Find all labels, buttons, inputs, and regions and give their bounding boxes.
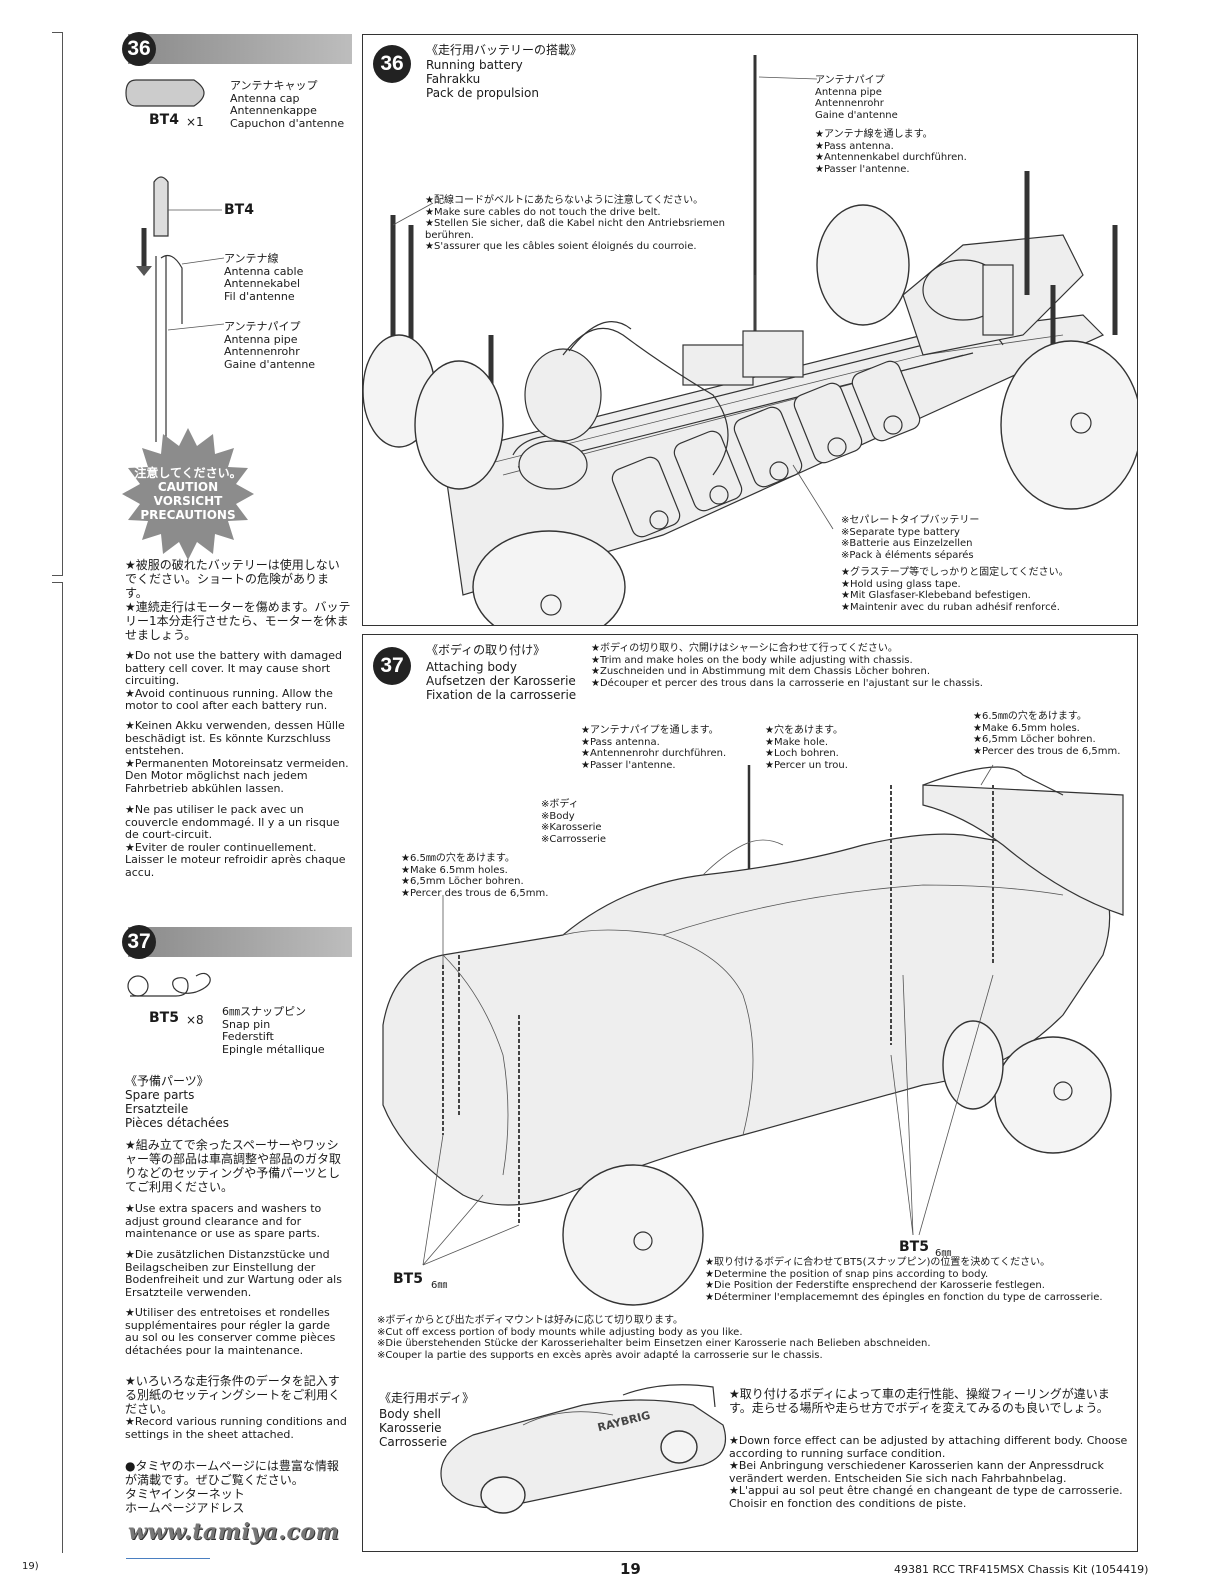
bt5-right-size: 6㎜: [935, 1248, 952, 1259]
bt5-left-size: 6㎜: [431, 1280, 448, 1291]
bt5-left-label: BT5: [393, 1271, 423, 1287]
caution-title: 注意してください。 CAUTION VORSICHT PRECAUTIONS: [134, 466, 242, 522]
snap-pin-label: 6㎜スナップピン Snap pin Federstift Epingle mét…: [222, 1005, 325, 1056]
caution-text-fr: ★Ne pas utiliser le pack avec un couverc…: [125, 803, 346, 879]
holes-left-note: ★6.5㎜の穴をあけます。 ★Make 6.5mm holes. ★6,5mm …: [401, 853, 549, 899]
race-body-shell: [440, 1384, 727, 1514]
bodyshell-subtitle: Body shell Karosserie Carrosserie: [379, 1407, 448, 1449]
step37-number: 37: [122, 925, 156, 959]
panel37-title-jp: 《ボディの取り付け》: [426, 643, 546, 657]
body-mount-posts: [442, 785, 994, 1225]
bt5-right-label: BT5: [899, 1239, 929, 1255]
snap-pin-icon: [127, 972, 211, 997]
part-code-bt4: BT4: [149, 112, 179, 128]
wheels: [363, 204, 1137, 625]
caution-starburst-icon: [122, 428, 254, 560]
panel-step37: 37 《ボディの取り付け》 Attaching body Aufsetzen d…: [362, 634, 1138, 1552]
step37-bar: [128, 927, 352, 957]
caution-text-jp: ★被服の破れたバッテリーは使用しないでください。ショートの危険があります。 ★連…: [125, 558, 351, 642]
caution-text-en: ★Do not use the battery with damaged bat…: [125, 649, 342, 712]
footer-rule: [126, 1558, 210, 1559]
panel36-title: Running battery Fahrakku Pack de propuls…: [426, 58, 539, 100]
holes-right-note: ★6.5㎜の穴をあけます。 ★Make 6.5mm holes. ★6,5mm …: [973, 711, 1121, 757]
make-hole-note: ★穴をあけます。 ★Make hole. ★Loch bohren. ★Perc…: [765, 725, 848, 771]
body-wheels: [562, 1020, 1112, 1306]
antenna-cable-label: アンテナ線 Antenna cable Antennekabel Fil d'a…: [224, 252, 304, 303]
spare-subtitle: Spare parts Ersatzteile Pièces détachées: [125, 1088, 230, 1130]
setting-text-en: ★Record various running conditions and s…: [125, 1415, 347, 1441]
panel37-title: Attaching body Aufsetzen der Karosserie …: [426, 660, 577, 702]
spare-text-jp: ★組み立てで余ったスペーサーやワッシャー等の部品は車高調整や部品のガタ取りなどの…: [125, 1138, 342, 1194]
antenna-pipe-label: アンテナパイプ Antenna pipe Antennenrohr Gaine …: [224, 320, 316, 371]
binding-bracket-top: [52, 32, 63, 576]
body-label: ※ボディ ※Body ※Karosserie ※Carrosserie: [541, 799, 607, 845]
cut-body-mount-note: ※ボディからとび出たボディマウントは好みに応じて切り取ります。 ※Cut off…: [377, 1315, 931, 1361]
spare-text-fr: ★Utiliser des entretoises et rondelles s…: [125, 1306, 336, 1357]
website-link[interactable]: www.tamiya.com: [128, 1519, 340, 1545]
glass-tape-note: ★グラステープ等でしっかりと固定してください。 ★Hold using glas…: [841, 567, 1069, 613]
spare-text-de: ★Die zusätzlichen Distanzstücke und Beil…: [125, 1248, 342, 1299]
setting-text-jp: ★いろいろな走行条件のデータを記入する別紙のセッティングシートをご利用ください。: [125, 1374, 341, 1416]
antenna-assembly-diagram: [136, 176, 225, 442]
homepage-text-jp: ●タミヤのホームページには豊富な情報が満載です。ぜひご覧ください。 タミヤインタ…: [125, 1459, 339, 1515]
bodyshell-title: 《走行用ボディ》: [379, 1391, 475, 1405]
spare-text-en: ★Use extra spacers and washers to adjust…: [125, 1202, 322, 1240]
battery-pack: [611, 360, 921, 538]
panel37-number: 37: [373, 647, 411, 685]
body-attachment-illustration: [382, 764, 1124, 1514]
antenna-cap-label: アンテナキャップ Antenna cap Antennenkappe Capuc…: [230, 79, 345, 130]
pass-antenna-note: ★アンテナパイプを通します。 ★Pass antenna. ★Antennenr…: [581, 725, 727, 771]
panel-step36: 36 《走行用バッテリーの搭載》 Running battery Fahrakk…: [362, 34, 1138, 626]
page-number: 19: [620, 1560, 641, 1578]
caution-badge: 注意してください。 CAUTION VORSICHT PRECAUTIONS: [122, 428, 254, 560]
footer-product-id: 49381 RCC TRF415MSX Chassis Kit (1054419…: [894, 1563, 1149, 1576]
cables-note: ★配線コードがベルトにあたらないように注意してください。 ★Make sure …: [425, 195, 725, 252]
antenna-cap-icon: [125, 79, 205, 107]
caution-text-de: ★Keinen Akku verwenden, dessen Hülle bes…: [125, 719, 349, 795]
left-edge-mark: 19): [22, 1561, 39, 1572]
bt4-label: BT4: [224, 202, 254, 218]
antenna-pipe-callout: アンテナパイプ Antenna pipe Antennenrohr Gaine …: [815, 75, 898, 121]
spare-title: 《予備パーツ》: [125, 1074, 209, 1088]
binding-bracket-bottom: [52, 582, 63, 1553]
separate-battery-note: ※セパレートタイプバッテリー ※Separate type battery ※B…: [841, 515, 980, 561]
step36-number: 36: [122, 32, 156, 66]
panel36-number: 36: [373, 45, 411, 83]
part-code-bt5: BT5: [149, 1010, 179, 1026]
pass-antenna-callout: ★アンテナ線を通します。 ★Pass antenna. ★Antennenkab…: [815, 129, 967, 175]
snap-pin-note: ★取り付けるボディに合わせてBT5(スナップピン)の位置を決めてください。 ★D…: [705, 1257, 1103, 1303]
downforce-note-jp: ★取り付けるボディによって車の走行性能、操縦フィーリングが違います。走らせる場所…: [729, 1387, 1110, 1415]
chassis-illustration: [363, 55, 1137, 625]
step36-bar: [128, 34, 352, 64]
part-qty-bt5: ×8: [186, 1013, 204, 1027]
part-qty-bt4: ×1: [186, 115, 204, 129]
downforce-note: ★Down force effect can be adjusted by at…: [729, 1434, 1128, 1510]
panel36-title-jp: 《走行用バッテリーの搭載》: [426, 43, 583, 57]
trim-note: ★ボディの切り取り、穴開けはシャーシに合わせて行ってください。 ★Trim an…: [591, 643, 983, 689]
